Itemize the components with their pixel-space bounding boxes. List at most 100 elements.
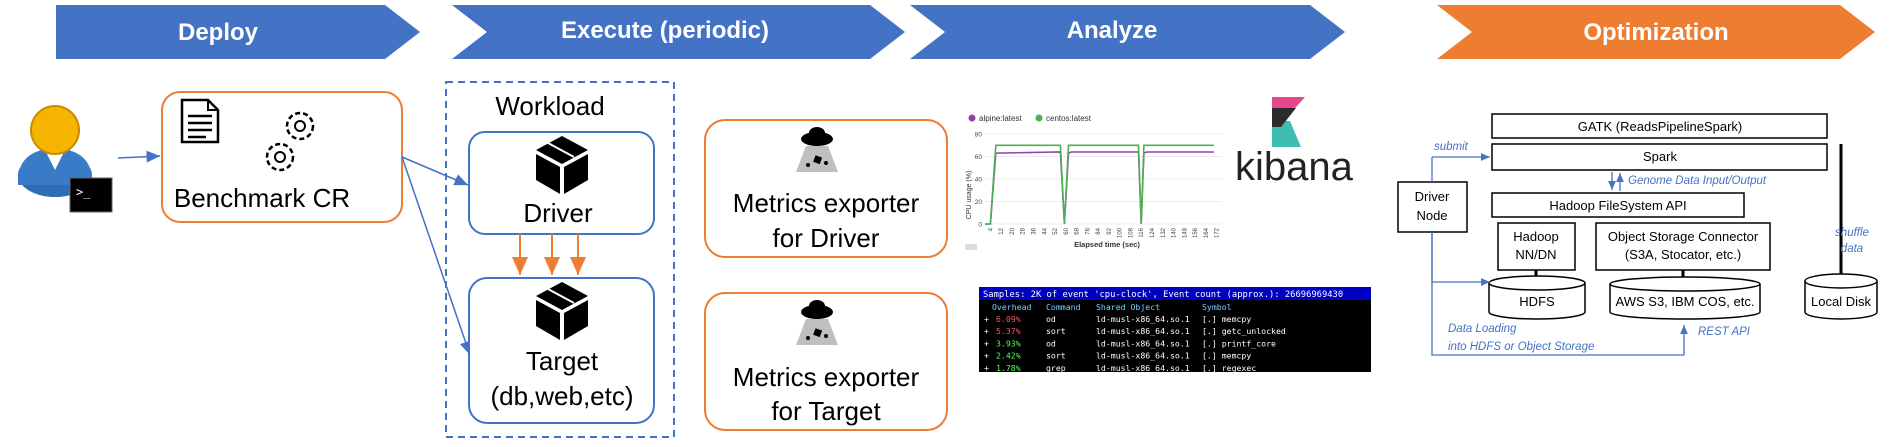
perf-row-overhead: 3.93% xyxy=(996,338,1021,348)
user-to-cr-arrow xyxy=(117,150,161,163)
chart-scroll-handle xyxy=(965,244,977,250)
driver-label: Driver xyxy=(523,198,593,228)
exporter-target-box xyxy=(704,292,948,431)
hadoop-nn-line1: Hadoop xyxy=(1513,229,1559,244)
chart-xtick-label: 68 xyxy=(1075,227,1081,234)
rest-api-label: REST API xyxy=(1698,326,1751,338)
perf-header: Samples: 2K of event 'cpu-clock', Event … xyxy=(983,290,1343,300)
perf-row-command: od xyxy=(1046,338,1056,348)
chart-xtick-label: 60 xyxy=(1064,227,1070,234)
exporter-driver-box xyxy=(704,119,948,258)
driver-node-box xyxy=(1397,181,1468,233)
perf-row-overhead: 5.37% xyxy=(996,326,1021,336)
chart-xtick-label: 84 xyxy=(1096,227,1102,234)
architecture-diagram: GATK (ReadsPipelineSpark) Spark Hadoop F… xyxy=(1397,113,1878,356)
driver-box xyxy=(468,131,655,235)
spark-box xyxy=(1491,143,1828,171)
chart-xtick-label: 12 xyxy=(999,227,1005,234)
driver-cube-icon xyxy=(536,136,588,194)
chart-xtick-label: 92 xyxy=(1107,227,1113,234)
perf-row-plus: + xyxy=(984,326,989,336)
driver-node-line2: Node xyxy=(1416,208,1447,223)
kibana-wordmark: kibana xyxy=(1235,145,1354,189)
series-line-alpine xyxy=(985,151,1214,225)
driver-node-line1: Driver xyxy=(1415,189,1450,204)
perf-col-symbol: Symbol xyxy=(1202,302,1232,312)
chart-xtick-label: 148 xyxy=(1182,227,1188,238)
ufo-icon xyxy=(796,300,838,345)
benchmark-cr-label: Benchmark CR xyxy=(174,183,350,213)
chart-xtick-label: 36 xyxy=(1031,227,1037,234)
kibana-logo: kibana xyxy=(1235,97,1354,189)
target-label-line2: (db,web,etc) xyxy=(490,381,633,411)
chart-xtick-label: 76 xyxy=(1085,227,1091,234)
chart-xtick-label: 20 xyxy=(1010,227,1016,234)
perf-terminal: Samples: 2K of event 'cpu-clock', Event … xyxy=(979,287,1371,373)
object-storage-connector-box xyxy=(1595,222,1771,271)
perf-row-object: ld-musl-x86_64.so.1 xyxy=(1096,326,1190,336)
perf-row-plus: + xyxy=(984,338,989,348)
perf-row-symbol: [.] memcpy xyxy=(1202,314,1251,324)
chart-ytick-label: 40 xyxy=(975,177,983,184)
user-icon xyxy=(18,105,92,197)
osc-line1: Object Storage Connector xyxy=(1608,229,1759,244)
loading-label-line2: into HDFS or Object Storage xyxy=(1448,341,1594,353)
shuffle-label-line1: shuffle xyxy=(1835,227,1869,239)
chart-ytick-label: 60 xyxy=(975,154,983,161)
perf-row-symbol: [.] printf_core xyxy=(1202,338,1276,348)
perf-row-symbol: [.] regexec xyxy=(1202,363,1256,373)
perf-row-command: sort xyxy=(1046,326,1066,336)
phase-execute: Execute (periodic) xyxy=(452,5,905,59)
phase-deploy-label: Deploy xyxy=(178,19,259,46)
chart-xtick-label: 172 xyxy=(1215,227,1221,238)
phase-analyze-label: Analyze xyxy=(1067,17,1158,44)
perf-row-symbol: [.] getc_unlocked xyxy=(1202,326,1286,336)
chart-xlabel: Elapsed time (sec) xyxy=(1074,240,1140,249)
chart-xtick-label: 28 xyxy=(1021,227,1027,234)
perf-col-object: Shared Object xyxy=(1096,302,1160,312)
perf-row-object: ld-musl-x86_64.so.1 xyxy=(1096,351,1190,361)
chart-ytick-label: 80 xyxy=(975,132,983,139)
legend-label-alpine: alpine:latest xyxy=(979,114,1022,123)
chart-xtick-label: 116 xyxy=(1139,227,1145,237)
phase-deploy: Deploy xyxy=(56,5,420,59)
perf-col-overhead: Overhead xyxy=(992,302,1032,312)
chart-xtick-label: 52 xyxy=(1053,227,1059,234)
chart-xtick-label: 4 xyxy=(988,227,994,231)
legend-swatch-centos xyxy=(1035,114,1043,122)
chart-xtick-label: 140 xyxy=(1172,227,1178,238)
ufo-icon xyxy=(796,127,838,172)
perf-row-object: ld-musl-x86_64.so.1 xyxy=(1096,338,1190,348)
local-disk-label: Local Disk xyxy=(1811,294,1871,309)
perf-row-symbol: [.] memcpy xyxy=(1202,351,1251,361)
phase-analyze: Analyze xyxy=(910,5,1345,59)
perf-row-plus: + xyxy=(984,363,989,373)
osc-line2: (S3A, Stocator, etc.) xyxy=(1625,247,1741,262)
submit-label: submit xyxy=(1434,141,1469,153)
svg-text:>_: >_ xyxy=(76,185,91,199)
loading-label-line1: Data Loading xyxy=(1448,323,1517,335)
perf-row-plus: + xyxy=(984,351,989,361)
gatk-label: GATK (ReadsPipelineSpark) xyxy=(1578,119,1743,134)
perf-row-plus: + xyxy=(984,314,989,324)
perf-row-overhead: 6.09% xyxy=(996,314,1021,324)
terminal-icon: >_ xyxy=(69,177,113,213)
exporter-driver-line2: for Driver xyxy=(773,223,880,253)
target-cube-icon xyxy=(536,282,588,340)
target-label-line1: Target xyxy=(526,346,599,376)
loading-arrow-aws xyxy=(1431,232,1688,356)
chart-ytick-label: 20 xyxy=(975,199,983,206)
document-icon xyxy=(180,98,220,144)
chart-xtick-label: 100 xyxy=(1118,227,1124,238)
target-box xyxy=(468,277,655,424)
hadoop-nn-line2: NN/DN xyxy=(1515,247,1556,262)
gatk-box xyxy=(1491,113,1828,139)
hadoop-nn-box xyxy=(1497,222,1576,271)
legend-label-centos: centos:latest xyxy=(1046,114,1092,123)
perf-row-overhead: 1.78% xyxy=(996,363,1021,373)
chart-xtick-label: 164 xyxy=(1204,227,1210,238)
chart-xtick-label: 132 xyxy=(1161,227,1167,238)
chart-xtick-label: 156 xyxy=(1193,227,1199,238)
perf-row-command: sort xyxy=(1046,351,1066,361)
